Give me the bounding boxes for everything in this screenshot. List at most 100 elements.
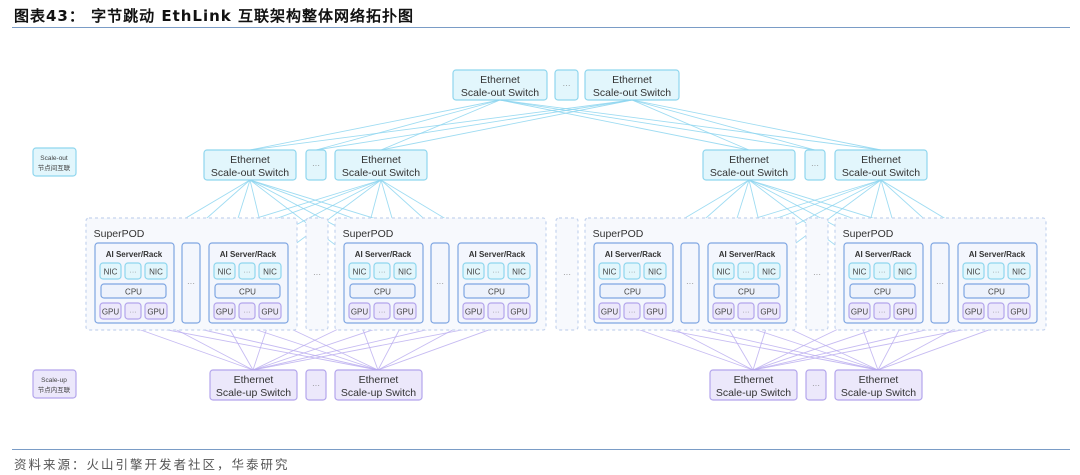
gpu-label: GPU bbox=[102, 308, 120, 317]
nic-label: NIC bbox=[398, 268, 412, 277]
nic bbox=[712, 262, 735, 280]
ai-server-rack-label: AI Server/Rack bbox=[719, 250, 776, 259]
superpod-label: SuperPOD bbox=[94, 228, 145, 240]
gpu bbox=[1007, 302, 1031, 320]
nic-label: NIC bbox=[1012, 268, 1026, 277]
nic-label: NIC bbox=[717, 268, 731, 277]
cpu bbox=[963, 283, 1030, 299]
nic bbox=[348, 262, 371, 280]
gpu-label: GPU bbox=[851, 308, 869, 317]
scale-up-switch-label-line2: Scale-up Switch bbox=[216, 387, 291, 399]
nic-ellipsis bbox=[987, 262, 1005, 280]
scale-out-link bbox=[631, 99, 882, 151]
up-switch-ellipsis-ellipsis: ··· bbox=[312, 381, 320, 390]
top-scale-out-switch-label-line1: Ethernet bbox=[612, 74, 652, 86]
scale-up-switch-label-line2: Scale-up Switch bbox=[716, 387, 791, 399]
gpu-ellipsis bbox=[873, 302, 891, 320]
gpu-ellipsis-text: ··· bbox=[244, 309, 251, 316]
nic-ellipsis-text: ··· bbox=[629, 269, 636, 276]
nic-ellipsis-text: ··· bbox=[244, 269, 251, 276]
nic-label: NIC bbox=[762, 268, 776, 277]
mid-scale-out-switch-label-line1: Ethernet bbox=[861, 154, 901, 166]
nic bbox=[848, 262, 871, 280]
nic-ellipsis bbox=[487, 262, 505, 280]
mid-scale-out-switch-label-line1: Ethernet bbox=[230, 154, 270, 166]
cpu-label: CPU bbox=[624, 288, 641, 297]
scale-up-legend bbox=[32, 369, 77, 399]
mid-scale-out-switch bbox=[834, 149, 928, 181]
server-ellipsis-text: ··· bbox=[187, 279, 195, 288]
cpu-label: CPU bbox=[488, 288, 505, 297]
nic-ellipsis bbox=[737, 262, 755, 280]
scale-out-link bbox=[499, 99, 816, 151]
nic-label: NIC bbox=[512, 268, 526, 277]
scale-up-switch-label-line1: Ethernet bbox=[859, 374, 899, 386]
gpu-ellipsis-text: ··· bbox=[879, 309, 886, 316]
cpu bbox=[214, 283, 281, 299]
superpod-ellipsis-text: ··· bbox=[563, 270, 571, 279]
scale-out-link bbox=[249, 99, 633, 151]
scale-up-switch bbox=[834, 369, 923, 401]
gpu-ellipsis-text: ··· bbox=[743, 309, 750, 316]
nic-ellipsis bbox=[373, 262, 391, 280]
nic-ellipsis-text: ··· bbox=[993, 269, 1000, 276]
title-divider bbox=[12, 27, 1070, 28]
nic-label: NIC bbox=[898, 268, 912, 277]
gpu-ellipsis-text: ··· bbox=[629, 309, 636, 316]
gpu-label: GPU bbox=[261, 308, 279, 317]
gpu bbox=[507, 302, 531, 320]
cpu bbox=[100, 283, 167, 299]
ai-server-rack-label: AI Server/Rack bbox=[855, 250, 912, 259]
scale-out-link bbox=[631, 99, 750, 151]
mid-switch-ellipsis bbox=[305, 149, 327, 181]
gpu bbox=[643, 302, 667, 320]
gpu bbox=[962, 302, 985, 320]
scale-up-switch bbox=[709, 369, 798, 401]
gpu bbox=[99, 302, 122, 320]
gpu-ellipsis bbox=[623, 302, 641, 320]
gpu-ellipsis bbox=[987, 302, 1005, 320]
nic-label: NIC bbox=[967, 268, 981, 277]
top-switch-ellipsis-ellipsis: ··· bbox=[563, 81, 571, 90]
gpu-label: GPU bbox=[465, 308, 483, 317]
scale-up-legend-line1: Scale-up bbox=[41, 377, 67, 384]
gpu-label: GPU bbox=[601, 308, 619, 317]
gpu bbox=[213, 302, 236, 320]
up-switch-ellipsis bbox=[305, 369, 327, 401]
cpu-label: CPU bbox=[988, 288, 1005, 297]
superpod-label: SuperPOD bbox=[343, 228, 394, 240]
gpu-label: GPU bbox=[646, 308, 664, 317]
superpod-ellipsis-text: ··· bbox=[313, 270, 321, 279]
ai-server-rack-label: AI Server/Rack bbox=[605, 250, 662, 259]
mid-scale-out-switch-label-line2: Scale-out Switch bbox=[342, 167, 420, 179]
gpu-ellipsis-text: ··· bbox=[993, 309, 1000, 316]
gpu-label: GPU bbox=[510, 308, 528, 317]
gpu bbox=[848, 302, 871, 320]
gpu bbox=[462, 302, 485, 320]
scale-up-legend-line2: 节点内互联 bbox=[38, 385, 71, 394]
figure-title: 图表43： 字节跳动 EthLink 互联架构整体网络拓扑图 bbox=[14, 7, 414, 25]
nic bbox=[258, 262, 282, 280]
nic bbox=[757, 262, 781, 280]
superpod-label: SuperPOD bbox=[843, 228, 894, 240]
ai-server-rack-label: AI Server/Rack bbox=[106, 250, 163, 259]
mid-switch-ellipsis bbox=[804, 149, 826, 181]
gpu-ellipsis bbox=[373, 302, 391, 320]
cpu bbox=[849, 283, 916, 299]
gpu-label: GPU bbox=[1010, 308, 1028, 317]
top-scale-out-switch bbox=[452, 69, 548, 101]
gpu-label: GPU bbox=[760, 308, 778, 317]
nic-ellipsis-text: ··· bbox=[493, 269, 500, 276]
cpu-label: CPU bbox=[374, 288, 391, 297]
gpu-label: GPU bbox=[965, 308, 983, 317]
superpod-ellipsis bbox=[805, 217, 829, 331]
mid-switch-ellipsis-ellipsis: ··· bbox=[811, 161, 819, 170]
ai-server-rack-label: AI Server/Rack bbox=[355, 250, 412, 259]
top-switch-ellipsis bbox=[554, 69, 579, 101]
nic-ellipsis-text: ··· bbox=[879, 269, 886, 276]
mid-scale-out-switch bbox=[334, 149, 428, 181]
nic bbox=[507, 262, 531, 280]
cpu bbox=[349, 283, 416, 299]
superpod-ellipsis bbox=[305, 217, 329, 331]
